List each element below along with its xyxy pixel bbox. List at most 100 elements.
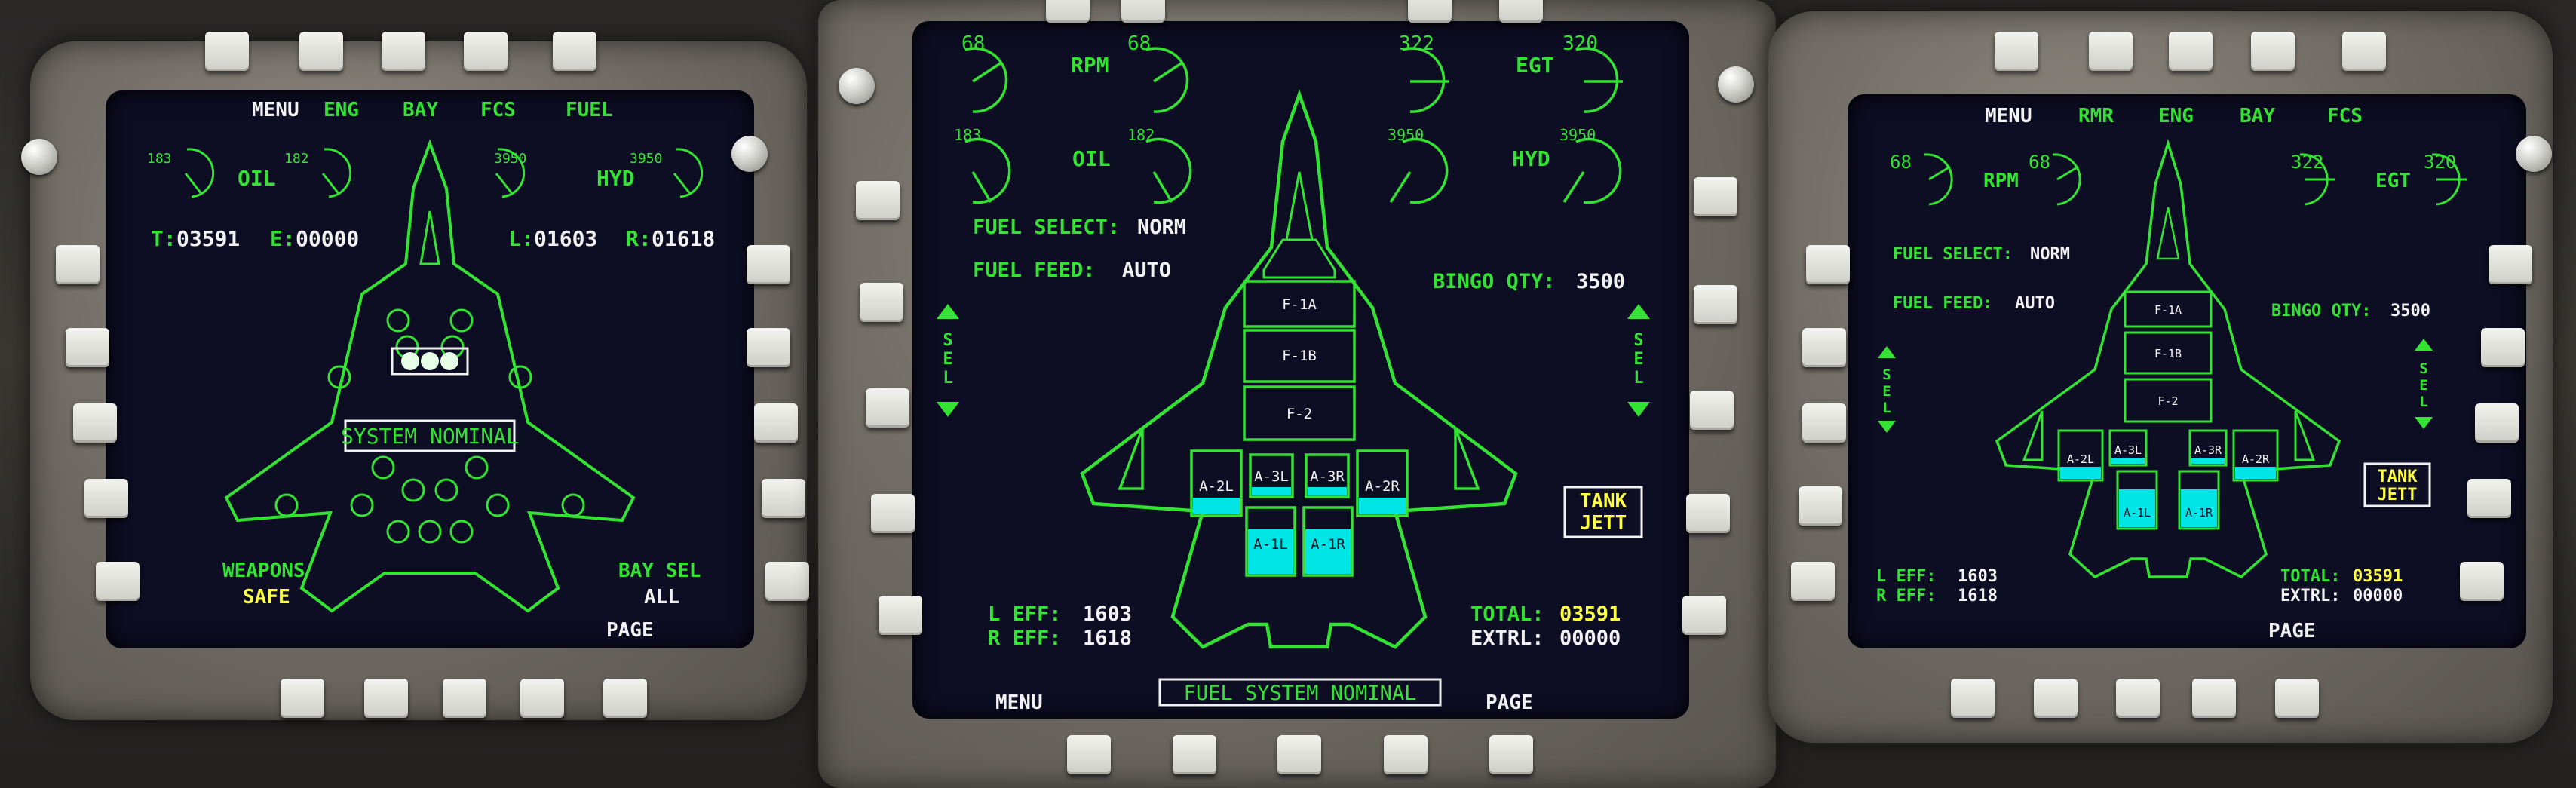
left-osb-top-3[interactable] [382, 32, 425, 71]
center-osb-bottom-3[interactable] [1277, 735, 1321, 774]
center-osb-bottom-5[interactable] [1489, 735, 1533, 774]
right-osb-right-2[interactable] [2481, 328, 2525, 367]
center-osb-right-1[interactable] [1694, 177, 1737, 216]
left-mfd-contrast-knob[interactable] [731, 136, 768, 172]
right-tank-a1r-label: A-1R [2185, 506, 2213, 520]
right-osb-bottom-4[interactable] [2192, 679, 2236, 718]
right-osb-left-4[interactable] [1799, 486, 1842, 526]
center-tank-a3l[interactable] [1249, 453, 1294, 498]
right-tank-f1b[interactable] [2124, 331, 2213, 375]
left-osb-right-1[interactable] [747, 245, 790, 284]
center-osb-left-3[interactable] [866, 388, 909, 428]
right-tank-a2r[interactable] [2232, 429, 2279, 482]
left-osb-bottom-1[interactable] [281, 679, 324, 718]
center-osb-top-2[interactable] [1121, 0, 1165, 23]
left-osb-bottom-4[interactable] [520, 679, 564, 718]
center-osb-top-1[interactable] [1046, 0, 1090, 23]
right-tank-a2l[interactable] [2057, 429, 2104, 482]
left-mfd-brightness-knob[interactable] [21, 139, 57, 175]
left-osb-right-5[interactable] [765, 562, 809, 601]
left-osb-left-1[interactable] [56, 245, 100, 284]
center-osb-top-4[interactable] [1499, 0, 1543, 23]
left-hyd-l-value: 3950 [494, 151, 526, 167]
right-sel-left-down-arrow-icon[interactable] [1878, 421, 1896, 433]
right-tank-a3l[interactable] [2108, 429, 2148, 467]
center-bingo-value: 3500 [1576, 270, 1625, 293]
left-osb-bottom-3[interactable] [443, 679, 486, 718]
center-sel-right-down-arrow-icon[interactable] [1627, 402, 1650, 417]
left-osb-right-2[interactable] [747, 328, 790, 367]
center-osb-right-4[interactable] [1686, 494, 1730, 533]
left-osb-right-4[interactable] [762, 479, 805, 518]
center-tank-a2r[interactable] [1356, 449, 1409, 517]
right-osb-bottom-2[interactable] [2034, 679, 2078, 718]
center-sel-left-down-arrow-icon[interactable] [937, 402, 959, 417]
center-tank-a2l[interactable] [1190, 449, 1243, 517]
center-osb-bottom-1[interactable] [1067, 735, 1111, 774]
center-mfd-brightness-knob[interactable] [839, 68, 875, 104]
right-osb-left-5[interactable] [1791, 562, 1835, 601]
left-osb-bottom-2[interactable] [364, 679, 408, 718]
right-osb-top-3[interactable] [2169, 32, 2213, 71]
center-tank-f1a[interactable] [1243, 280, 1356, 328]
center-osb-right-5[interactable] [1682, 596, 1726, 635]
center-status-box [1158, 678, 1442, 707]
left-osb-top-4[interactable] [464, 32, 508, 71]
left-osb-top-1[interactable] [205, 32, 249, 71]
right-osb-bottom-5[interactable] [2275, 679, 2319, 718]
center-tank-f2[interactable] [1243, 385, 1356, 441]
right-osb-right-3[interactable] [2475, 403, 2519, 443]
center-tank-f1b-label: F-1B [1282, 348, 1317, 364]
right-tank-a3r[interactable] [2188, 429, 2228, 467]
left-top-label-eng: ENG [324, 99, 359, 121]
center-osb-left-5[interactable] [879, 596, 922, 635]
right-osb-top-5[interactable] [2342, 32, 2386, 71]
center-tank-a1l[interactable] [1245, 506, 1296, 577]
right-osb-right-1[interactable] [2489, 245, 2532, 284]
center-osb-bottom-2[interactable] [1173, 735, 1216, 774]
right-tank-a1l[interactable] [2116, 470, 2158, 530]
center-osb-left-4[interactable] [871, 494, 915, 533]
right-osb-left-1[interactable] [1806, 245, 1850, 284]
left-osb-bottom-5[interactable] [603, 679, 647, 718]
right-osb-left-2[interactable] [1802, 328, 1846, 367]
center-osb-left-2[interactable] [860, 283, 903, 322]
left-osb-right-3[interactable] [754, 403, 798, 443]
left-osb-left-3[interactable] [73, 403, 117, 443]
right-tank-a1r[interactable] [2178, 470, 2220, 530]
center-tank-f1b[interactable] [1243, 329, 1356, 383]
left-osb-top-2[interactable] [299, 32, 343, 71]
right-osb-left-3[interactable] [1802, 403, 1846, 443]
right-tank-jett-button[interactable] [2363, 462, 2431, 507]
right-sel-right-down-arrow-icon[interactable] [2415, 417, 2433, 429]
right-mfd-brightness-knob[interactable] [2516, 136, 2552, 172]
center-osb-top-3[interactable] [1408, 0, 1452, 23]
right-osb-right-4[interactable] [2467, 479, 2511, 518]
center-osb-bottom-4[interactable] [1384, 735, 1428, 774]
left-osb-left-2[interactable] [66, 328, 109, 367]
center-sel-left-up-arrow-icon[interactable] [937, 304, 959, 319]
center-osb-left-1[interactable] [856, 181, 900, 220]
center-tank-jett-button[interactable] [1563, 486, 1643, 538]
right-sel-right-up-arrow-icon[interactable] [2415, 339, 2433, 351]
right-osb-top-1[interactable] [1995, 32, 2038, 71]
center-osb-right-2[interactable] [1694, 285, 1737, 324]
left-osb-top-5[interactable] [553, 32, 596, 71]
center-tank-a3r[interactable] [1305, 453, 1350, 498]
left-osb-left-4[interactable] [84, 479, 128, 518]
left-osb-left-5[interactable] [96, 562, 140, 601]
center-mfd-contrast-knob[interactable] [1718, 66, 1754, 103]
center-sel-right-up-arrow-icon[interactable] [1627, 304, 1650, 319]
center-osb-right-3[interactable] [1690, 391, 1734, 430]
right-tank-f2[interactable] [2124, 378, 2213, 423]
right-tank-f1a[interactable] [2124, 290, 2213, 328]
right-sel-left-up-arrow-icon[interactable] [1878, 346, 1896, 358]
center-tank-a1r[interactable] [1302, 506, 1354, 577]
right-osb-right-5[interactable] [2460, 562, 2504, 601]
left-mfd-screen: MENU ENG BAY FCS FUEL 183 182 OIL 3950 [106, 90, 754, 648]
right-r-eff-value: 1618 [1958, 587, 1998, 606]
right-osb-top-2[interactable] [2089, 32, 2133, 71]
right-osb-bottom-1[interactable] [1951, 679, 1995, 718]
right-osb-bottom-3[interactable] [2116, 679, 2160, 718]
right-osb-top-4[interactable] [2251, 32, 2295, 71]
